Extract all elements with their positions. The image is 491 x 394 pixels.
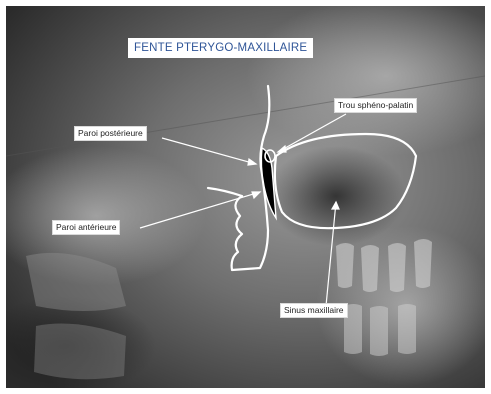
sinus-air-shadow	[266, 146, 406, 246]
tooth-shape	[398, 304, 416, 354]
label-posterior-wall: Paroi postérieure	[74, 126, 147, 141]
label-sphenopalatine-foramen: Trou sphéno-palatin	[334, 98, 417, 113]
tooth-shape	[361, 245, 379, 292]
lateral-skull-radiograph	[6, 6, 485, 388]
tooth-shape	[370, 306, 388, 356]
label-maxillary-sinus: Sinus maxillaire	[280, 303, 348, 318]
label-anterior-wall: Paroi antérieure	[52, 220, 120, 235]
vertebra-shape	[34, 324, 126, 380]
tooth-shape	[414, 239, 432, 288]
tooth-shape	[336, 243, 354, 288]
figure-title: FENTE PTERYGO-MAXILLAIRE	[128, 38, 313, 58]
radiograph-drawing	[6, 6, 485, 388]
tooth-shape	[388, 243, 406, 292]
